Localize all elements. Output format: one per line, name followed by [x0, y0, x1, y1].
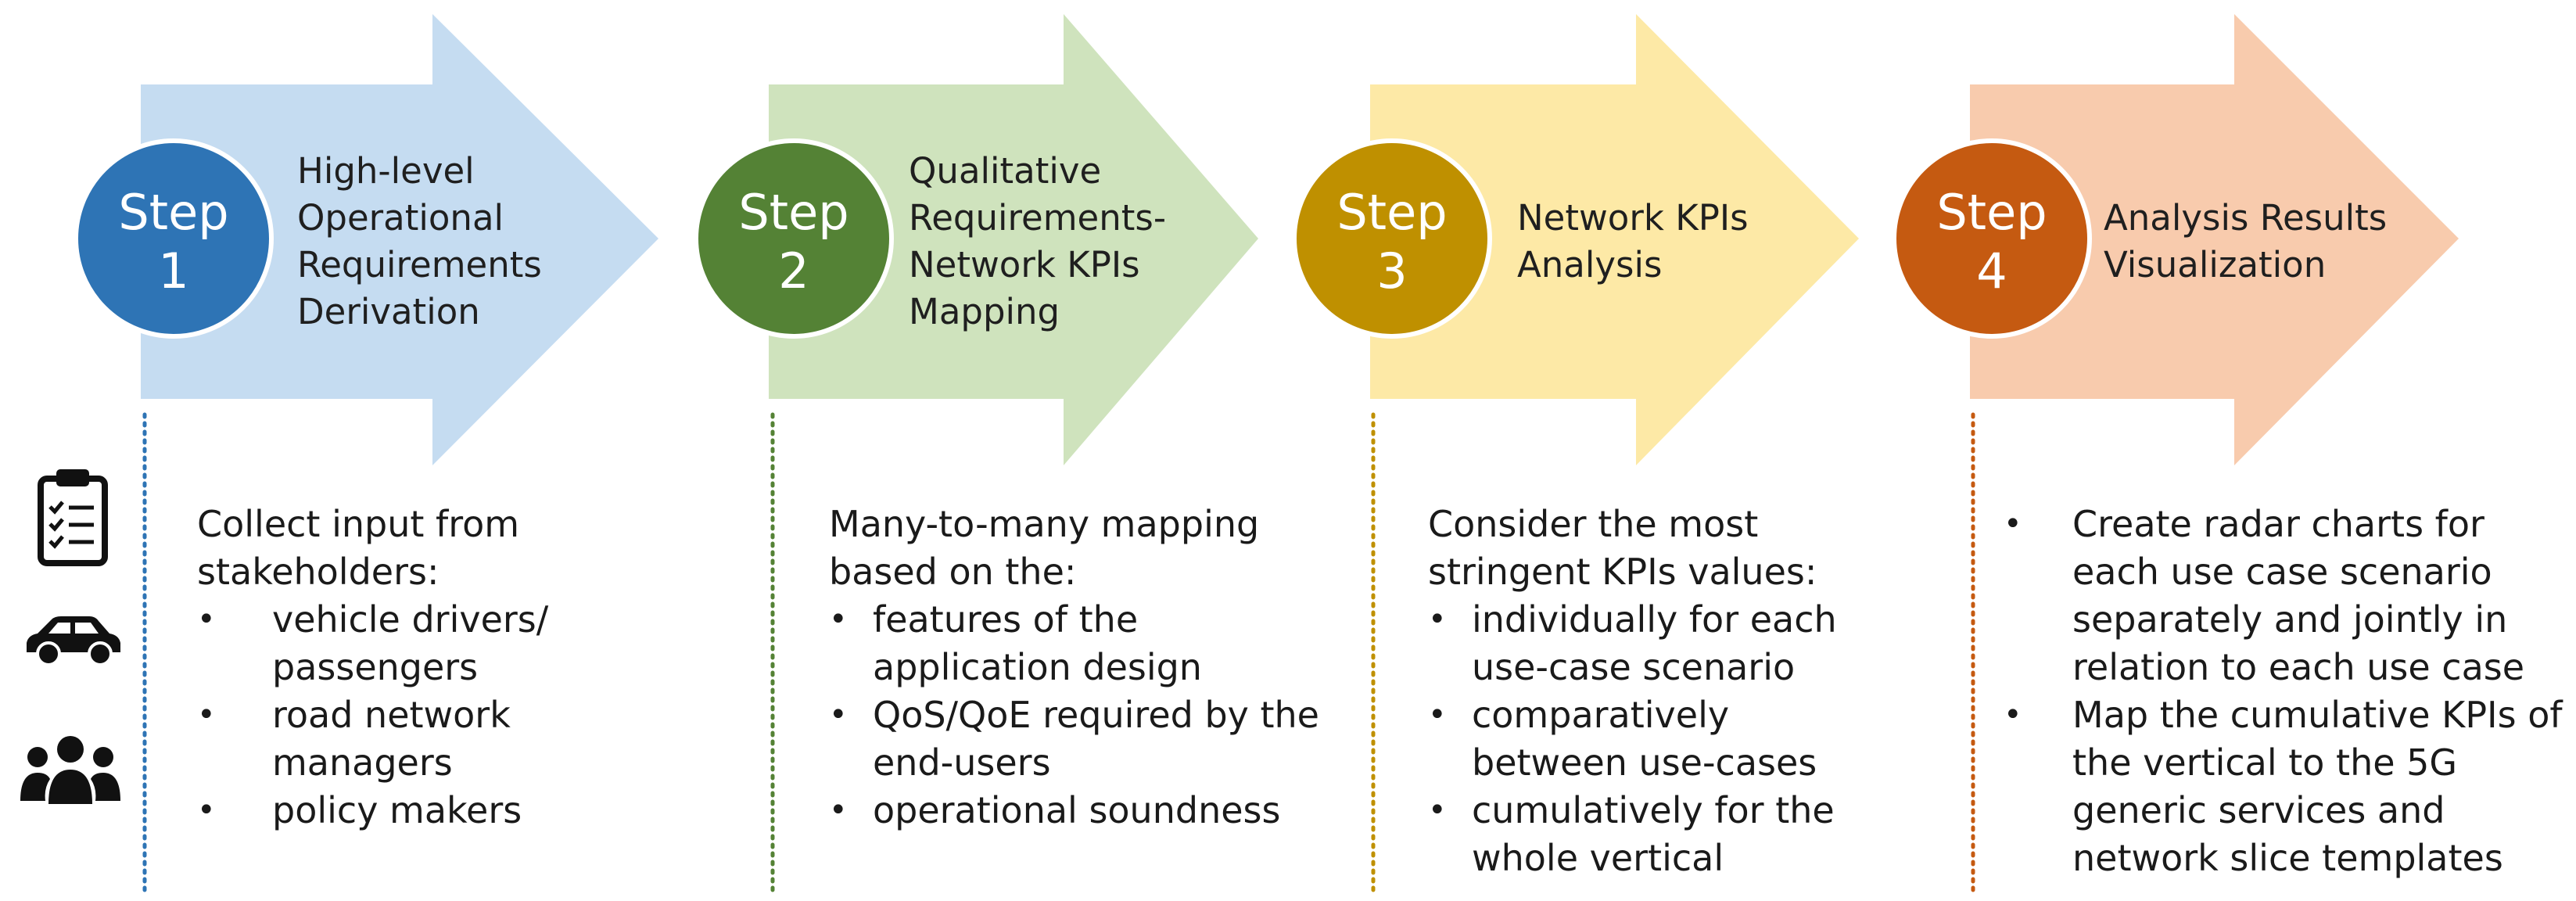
step-1-title: High-level Operational Requirements Deri… [297, 150, 542, 332]
description-intro: Collect input from stakeholders: [197, 503, 520, 593]
step-2-title-line: Qualitative [909, 150, 1101, 192]
step-2-title: Qualitative Requirements- Network KPIs M… [909, 150, 1166, 332]
step-2-label: Step [738, 184, 849, 241]
bullet-item: features of the application design [829, 596, 1345, 691]
step-4-title-line: Analysis Results [2104, 197, 2387, 239]
bullet-item: Map the cumulative KPIs of the vertical … [2004, 691, 2567, 882]
step-2-title-line: Requirements- [909, 197, 1166, 239]
bullet-list: vehicle drivers/ passengers road network… [197, 596, 635, 835]
bullet-item: individually for each use-case scenario [1428, 596, 1866, 691]
step-4-label: Step [1936, 184, 2047, 241]
step-1-badge: Step 1 [74, 138, 274, 339]
step-2-badge: Step 2 [694, 138, 894, 339]
step-3-description: Consider the most stringent KPIs values:… [1428, 501, 1866, 882]
step-1-arrow [141, 14, 658, 465]
bullet-list: Create radar charts for each use case sc… [2004, 501, 2567, 882]
step-4-badge: Step 4 [1892, 138, 2092, 339]
bullet-item: operational soundness [829, 787, 1345, 835]
step-1-title-line: Requirements [297, 244, 542, 285]
step-4-arrow [1970, 14, 2459, 465]
step-2-title-line: Mapping [909, 291, 1060, 332]
step-3-number: 3 [1376, 242, 1407, 300]
description-intro: Many-to-many mapping based on the: [829, 503, 1260, 593]
bullet-item: policy makers [197, 787, 635, 835]
bullet-item: vehicle drivers/ passengers [197, 596, 635, 691]
bullet-list: features of the application design QoS/Q… [829, 596, 1345, 835]
description-intro: Consider the most stringent KPIs values: [1428, 503, 1817, 593]
bullet-item: comparatively between use-cases [1428, 691, 1866, 787]
step-4-title: Analysis Results Visualization [2104, 197, 2387, 285]
step-4-number: 4 [1976, 242, 2007, 300]
step-1-title-line: Operational [297, 197, 504, 239]
step-2-description: Many-to-many mapping based on the: featu… [829, 501, 1345, 835]
step-3-label: Step [1336, 184, 1447, 241]
step-1-label: Step [118, 184, 228, 241]
step-4-description: Create radar charts for each use case sc… [2004, 501, 2567, 882]
bullet-item: cumulatively for the whole vertical [1428, 787, 1866, 882]
step-1-number: 1 [158, 242, 188, 300]
step-3-title-line: Analysis [1517, 244, 1662, 285]
step-1-title-line: Derivation [297, 291, 480, 332]
step-2-number: 2 [778, 242, 809, 300]
step-1-description: Collect input from stakeholders: vehicle… [197, 501, 635, 835]
step-3-arrow [1370, 14, 1859, 465]
people-group-icon [20, 736, 120, 804]
bullet-item: QoS/QoE required by the end-users [829, 691, 1345, 787]
step-3-title-line: Network KPIs [1517, 197, 1749, 239]
step-2-arrow [769, 14, 1258, 465]
car-icon [27, 616, 120, 666]
step-4-title-line: Visualization [2104, 244, 2326, 285]
bullet-item: Create radar charts for each use case sc… [2004, 501, 2567, 691]
clipboard-checklist-icon [38, 469, 108, 566]
step-3-title: Network KPIs Analysis [1517, 197, 1749, 285]
bullet-item: road network managers [197, 691, 635, 787]
step-2-title-line: Network KPIs [909, 244, 1140, 285]
bullet-list: individually for each use-case scenario … [1428, 596, 1866, 882]
step-1-title-line: High-level [297, 150, 475, 192]
step-3-badge: Step 3 [1292, 138, 1492, 339]
